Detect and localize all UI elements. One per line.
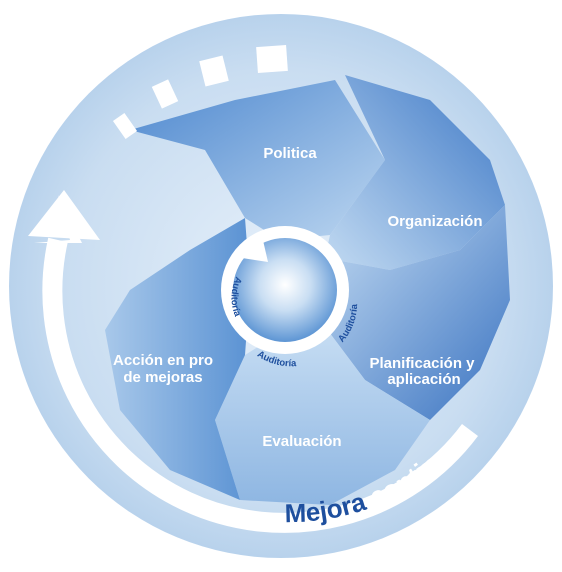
blade-planificacion [320, 205, 510, 420]
stage-label-organizacion: Organización [387, 213, 482, 230]
stage-label-politica: Politica [263, 145, 317, 162]
mejora-continua-arrow [28, 190, 478, 533]
stage-label-planificacion-2: aplicación [387, 371, 460, 388]
stage-label-accion-1: Acción en pro [113, 352, 213, 369]
pinwheel [105, 75, 510, 505]
audit-label-left: Auditoría [229, 275, 244, 318]
audit-arrow-icon [242, 236, 268, 262]
blade-organizacion [325, 75, 505, 270]
cycle-dash-marks [112, 44, 288, 140]
audit-core [233, 238, 337, 342]
blade-accion [105, 218, 250, 500]
audit-center: Auditoría Auditoría Auditoría [221, 226, 360, 369]
blade-politica [130, 80, 385, 240]
stage-label-evaluacion: Evaluación [262, 433, 341, 450]
stage-label-planificacion-1: Planificación y [369, 355, 475, 372]
blade-evaluacion [215, 320, 430, 505]
stage-label-accion-2: de mejoras [123, 369, 202, 386]
